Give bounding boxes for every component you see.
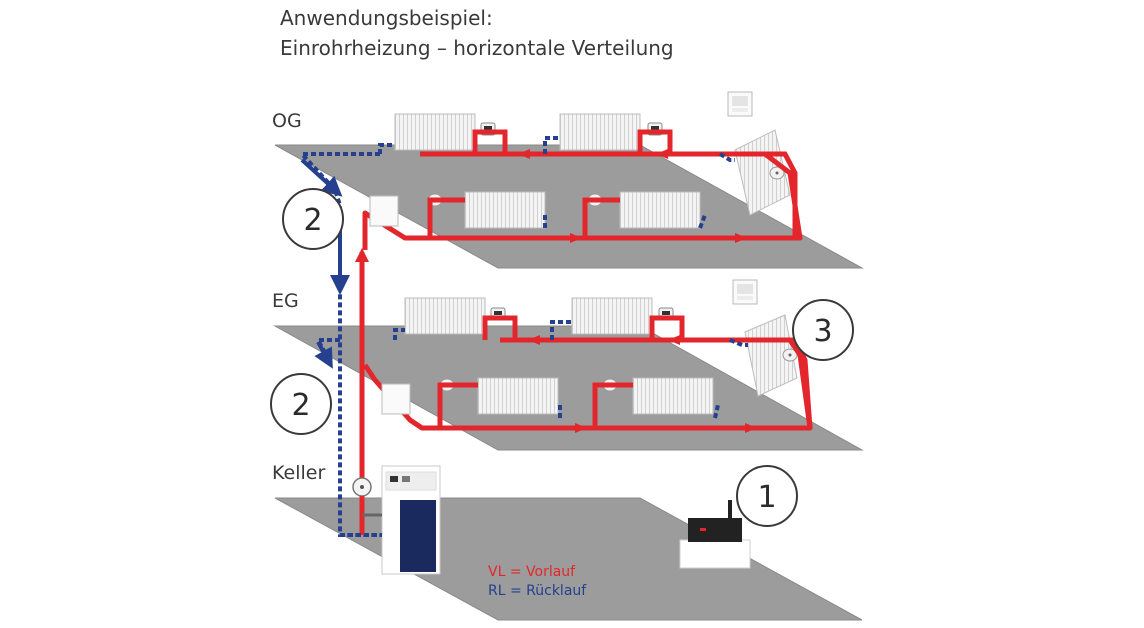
legend-supply: VL = Vorlauf bbox=[488, 564, 576, 580]
callout-label: 3 bbox=[813, 314, 832, 349]
radiator-icon bbox=[404, 297, 486, 335]
return-pipe-og bbox=[378, 143, 392, 154]
room-controller-icon bbox=[727, 91, 753, 117]
return-pipe-eg bbox=[393, 328, 405, 340]
radiator-icon bbox=[619, 191, 701, 229]
radiator-icon bbox=[464, 191, 546, 229]
flow-arrow-icon bbox=[528, 335, 540, 345]
floor-label-keller: Keller bbox=[272, 462, 326, 484]
callout-label: 2 bbox=[291, 388, 310, 423]
return-pipe-og bbox=[543, 136, 560, 154]
supply-pipe-eg-front bbox=[592, 382, 633, 428]
floor-label-og: OG bbox=[272, 110, 302, 132]
flow-arrow-icon bbox=[735, 233, 747, 243]
flow-arrow-icon bbox=[668, 335, 680, 345]
callout-1: 1 bbox=[736, 465, 798, 527]
title-line-1: Anwendungsbeispiel: bbox=[280, 6, 493, 30]
flow-arrow-icon bbox=[575, 423, 587, 433]
boiler-icon bbox=[381, 465, 441, 575]
return-pipe-og bbox=[718, 152, 735, 162]
radiator-icon bbox=[394, 113, 476, 151]
callout-label: 2 bbox=[303, 203, 322, 238]
callout-label: 1 bbox=[757, 480, 776, 515]
floor-plane-eg bbox=[273, 325, 864, 451]
callout-2-eg: 2 bbox=[270, 373, 332, 435]
flow-arrow-icon bbox=[745, 423, 757, 433]
supply-pipe-og-riser bbox=[420, 129, 508, 157]
supply-pipe-og-right bbox=[720, 151, 798, 238]
return-pipe-og bbox=[698, 214, 707, 229]
flow-arrow-icon bbox=[314, 341, 333, 369]
supply-pipe-eg-front bbox=[437, 382, 478, 428]
flow-arrow-icon bbox=[300, 158, 343, 197]
supply-pipe-og-front bbox=[582, 197, 620, 238]
return-pipe-eg bbox=[713, 404, 720, 419]
flow-arrow-icon bbox=[355, 248, 369, 262]
callout-2-og: 2 bbox=[282, 188, 344, 250]
title-line-2: Einrohrheizung – horizontale Verteilung bbox=[280, 36, 674, 60]
supply-pipe-eg-riser bbox=[482, 315, 518, 340]
radiator-icon bbox=[744, 314, 798, 397]
supply-pipe-og-front bbox=[427, 197, 465, 238]
callout-3: 3 bbox=[792, 299, 854, 361]
return-pipe-eg bbox=[550, 320, 572, 340]
gateway-icon bbox=[381, 383, 411, 415]
floor-label-eg: EG bbox=[272, 290, 299, 312]
radiator-icon bbox=[734, 129, 791, 216]
return-pipe-eg bbox=[729, 338, 748, 347]
supply-pipe-og-riser bbox=[637, 129, 673, 154]
gateway-icon bbox=[679, 500, 751, 569]
legend-return: RL = Rücklauf bbox=[488, 583, 587, 599]
flow-arrow-icon bbox=[518, 149, 530, 159]
supply-pipe-eg-riser bbox=[649, 315, 685, 340]
radiator-icon bbox=[571, 297, 653, 335]
radiator-icon bbox=[632, 377, 714, 415]
radiator-icon bbox=[559, 113, 641, 151]
flow-arrow-icon bbox=[656, 149, 668, 159]
radiator-icon bbox=[477, 377, 559, 415]
flow-arrow-icon bbox=[570, 233, 582, 243]
room-controller-icon bbox=[732, 279, 758, 305]
gateway-icon bbox=[369, 195, 399, 227]
